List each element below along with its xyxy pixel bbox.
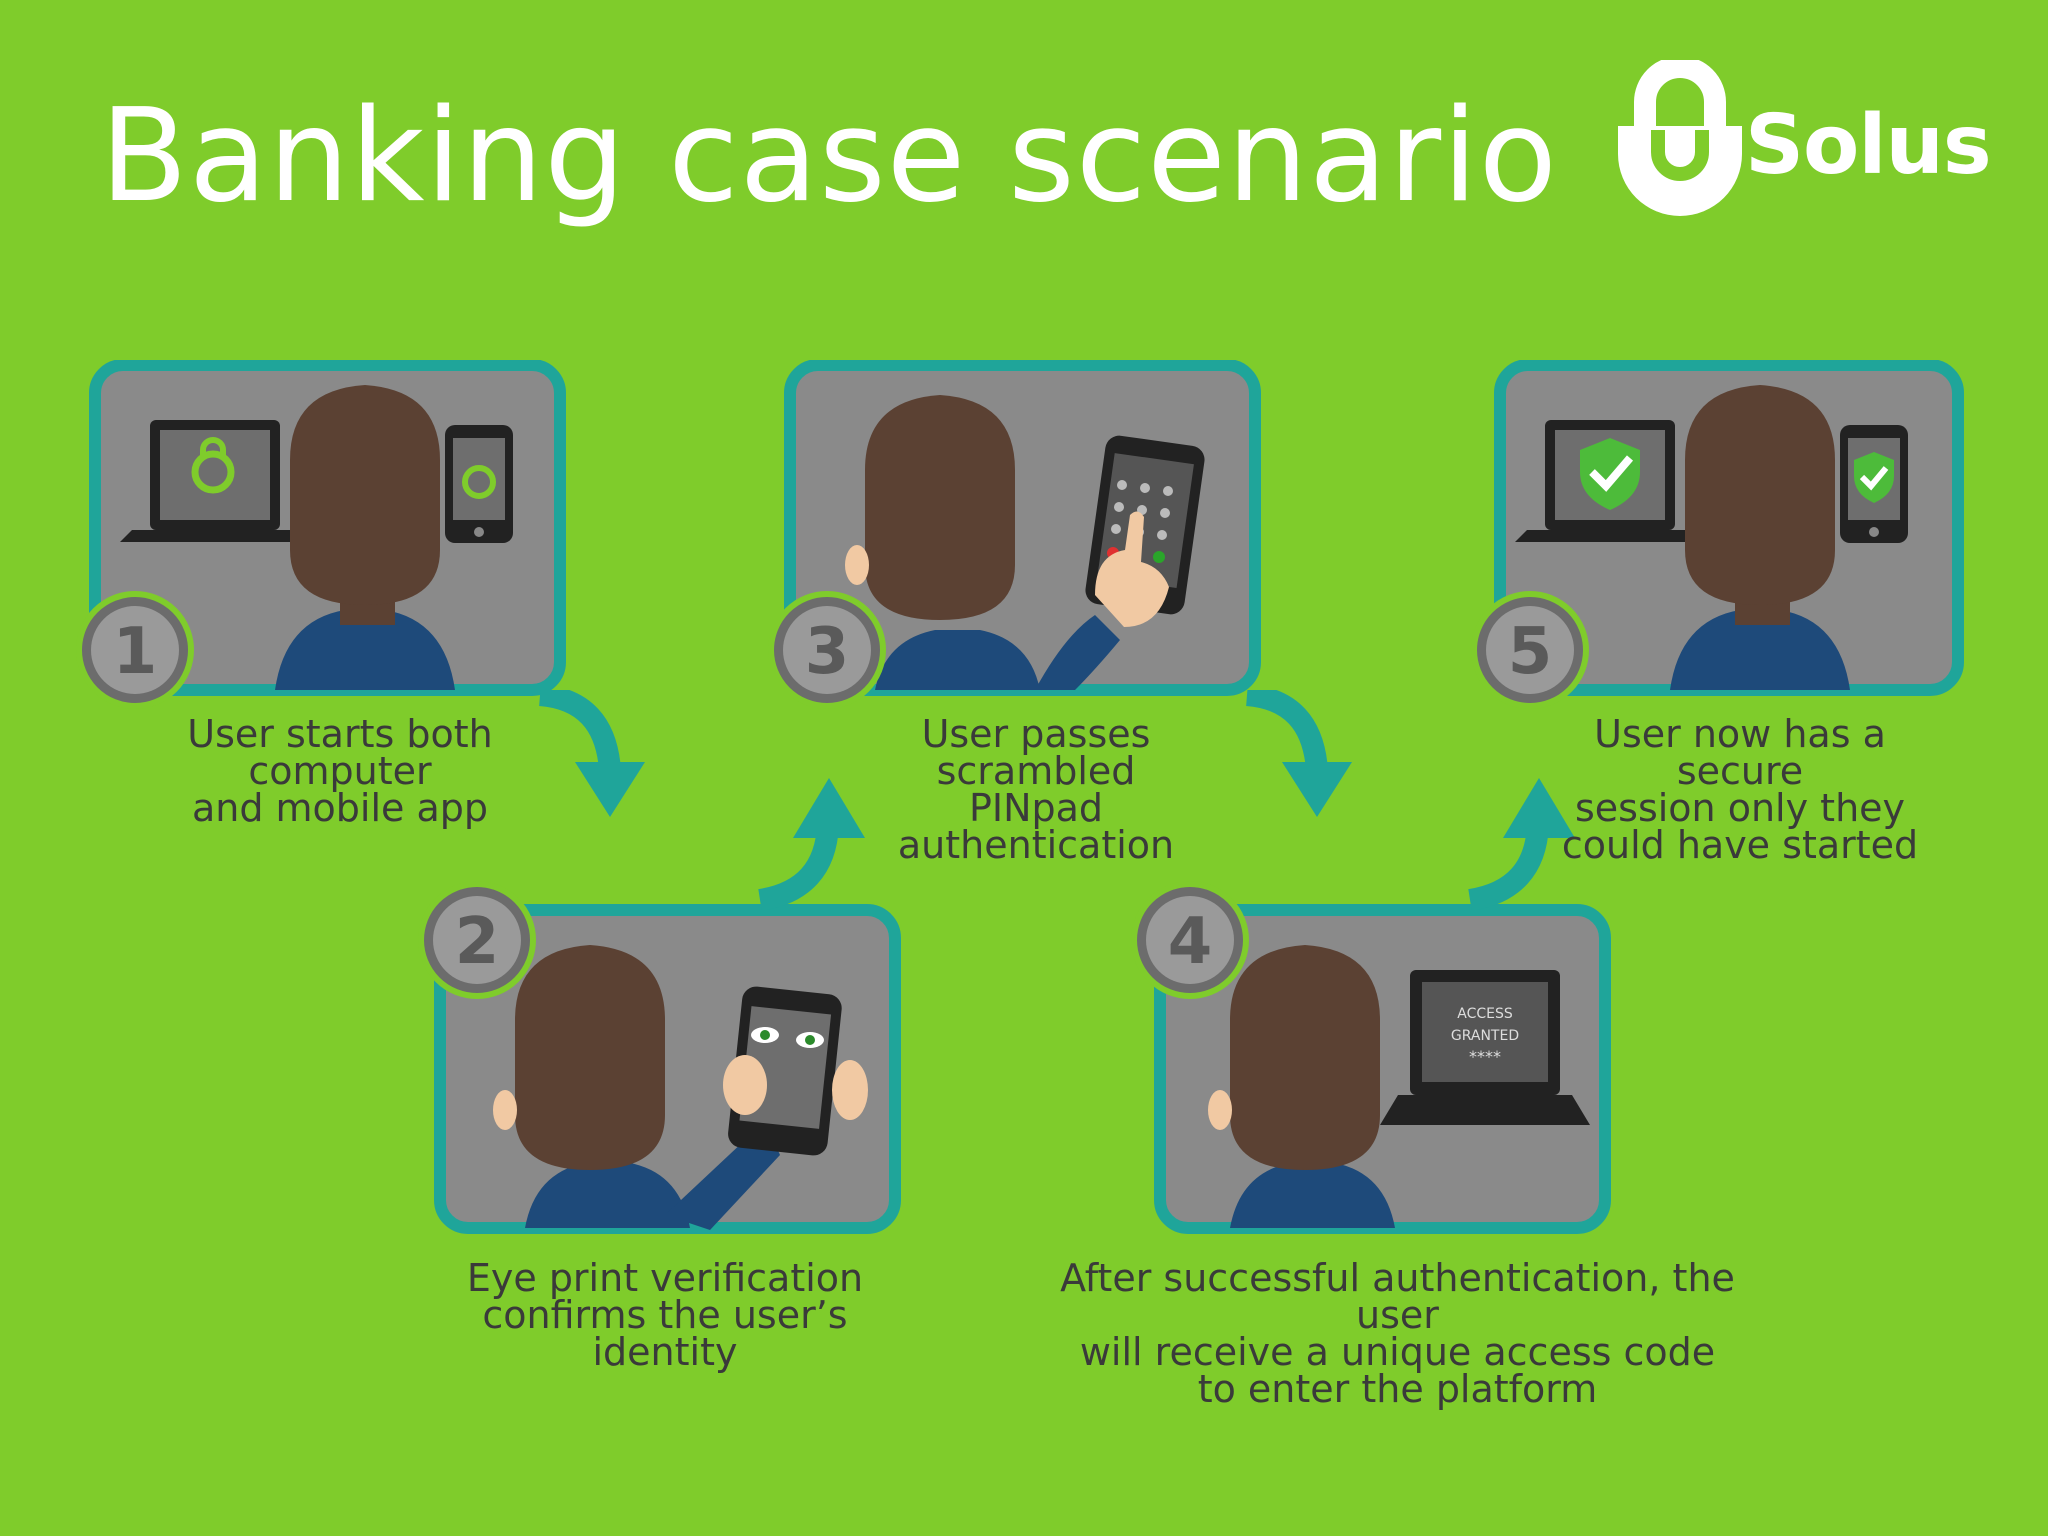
step-5-caption: User now has a secure session only they … — [1561, 712, 1919, 867]
step-2-panel: 2 — [415, 880, 915, 1240]
lock-logo-icon — [1618, 56, 1742, 216]
step-5-badge: 5 — [1471, 591, 1589, 709]
person-figure — [1208, 945, 1395, 1228]
laptop-icon — [120, 420, 310, 542]
page-title: Banking case scenario — [100, 82, 1558, 231]
person-figure — [845, 395, 1120, 690]
phone-secure-icon — [1840, 425, 1908, 543]
person-figure — [275, 385, 455, 690]
svg-text:3: 3 — [805, 615, 850, 689]
step-2-caption: Eye print verification confirms the user… — [466, 1256, 864, 1374]
step-4-badge: 4 — [1131, 881, 1249, 999]
arrow-down-1-to-2 — [538, 690, 645, 817]
step-1-caption: User starts both computer and mobile app — [187, 712, 493, 830]
step-4-caption: After successful authentication, the use… — [1060, 1256, 1735, 1411]
arrow-up-2-to-3 — [757, 778, 865, 910]
svg-text:GRANTED: GRANTED — [1451, 1028, 1519, 1044]
laptop-secure-icon — [1515, 420, 1705, 542]
phone-eye-scan-icon — [723, 986, 868, 1156]
step-3-caption: User passes scrambled PINpad authenticat… — [897, 712, 1175, 867]
logo-wordmark: Solus — [1745, 98, 1992, 193]
step-3-badge: 3 — [768, 591, 886, 709]
svg-text:5: 5 — [1508, 615, 1553, 689]
laptop-access-granted-icon: ACCESS GRANTED **** — [1380, 970, 1590, 1125]
svg-text:2: 2 — [455, 905, 500, 979]
person-figure — [1670, 385, 1850, 690]
svg-text:4: 4 — [1168, 905, 1213, 979]
arrow-up-4-to-5 — [1467, 778, 1575, 910]
step-1-panel: 1 — [75, 360, 575, 720]
step-4-panel: ACCESS GRANTED **** 4 — [1130, 880, 1630, 1240]
person-figure — [493, 945, 780, 1230]
step-2-badge: 2 — [418, 881, 536, 999]
step-1-badge: 1 — [76, 591, 194, 709]
arrow-down-3-to-4 — [1245, 690, 1352, 817]
svg-text:****: **** — [1469, 1047, 1501, 1066]
pinpad-phone-icon — [1085, 435, 1205, 627]
svg-text:1: 1 — [113, 615, 158, 689]
step-3-panel: 3 — [765, 360, 1265, 720]
phone-icon — [445, 425, 513, 543]
step-5-panel: 5 — [1470, 360, 1970, 720]
solus-logo: Solus — [1600, 56, 2020, 220]
svg-text:ACCESS: ACCESS — [1457, 1006, 1513, 1022]
